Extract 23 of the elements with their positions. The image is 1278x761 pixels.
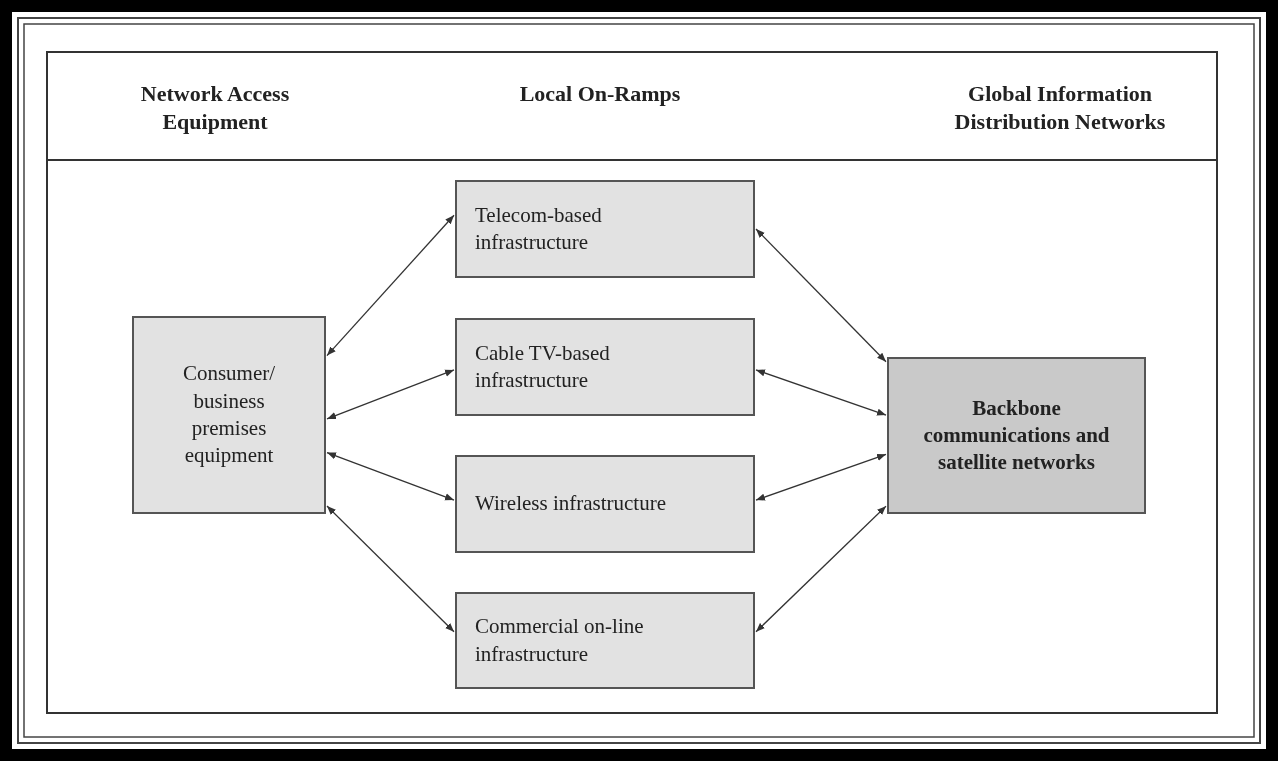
process-box — [132, 316, 326, 514]
double-arrow — [326, 505, 455, 633]
double-arrow — [755, 369, 887, 416]
column-heading: Global Information Distribution Networks — [953, 80, 1167, 135]
double-arrow — [326, 451, 455, 501]
double-arrow — [755, 228, 887, 363]
column-heading: Network Access Equipment — [139, 80, 291, 135]
box-label: Commercial on-line infrastructure — [475, 613, 645, 668]
box-label: Consumer/ business premises equipment — [181, 360, 277, 470]
box-label: Wireless infrastructure — [475, 490, 666, 518]
box-label: Cable TV-based infrastructure — [475, 339, 611, 394]
column-heading: Local On-Ramps — [518, 80, 682, 108]
double-arrow — [326, 214, 455, 357]
process-box — [455, 455, 755, 553]
process-box — [887, 357, 1146, 514]
process-box — [455, 318, 755, 416]
box-label: Telecom-based infrastructure — [475, 201, 603, 256]
double-arrow — [755, 453, 887, 501]
double-arrow — [326, 369, 455, 420]
box-label: Backbone communications and satellite networks — [922, 394, 1111, 477]
double-arrow — [755, 505, 887, 633]
process-box — [455, 180, 755, 278]
process-box — [455, 592, 755, 689]
